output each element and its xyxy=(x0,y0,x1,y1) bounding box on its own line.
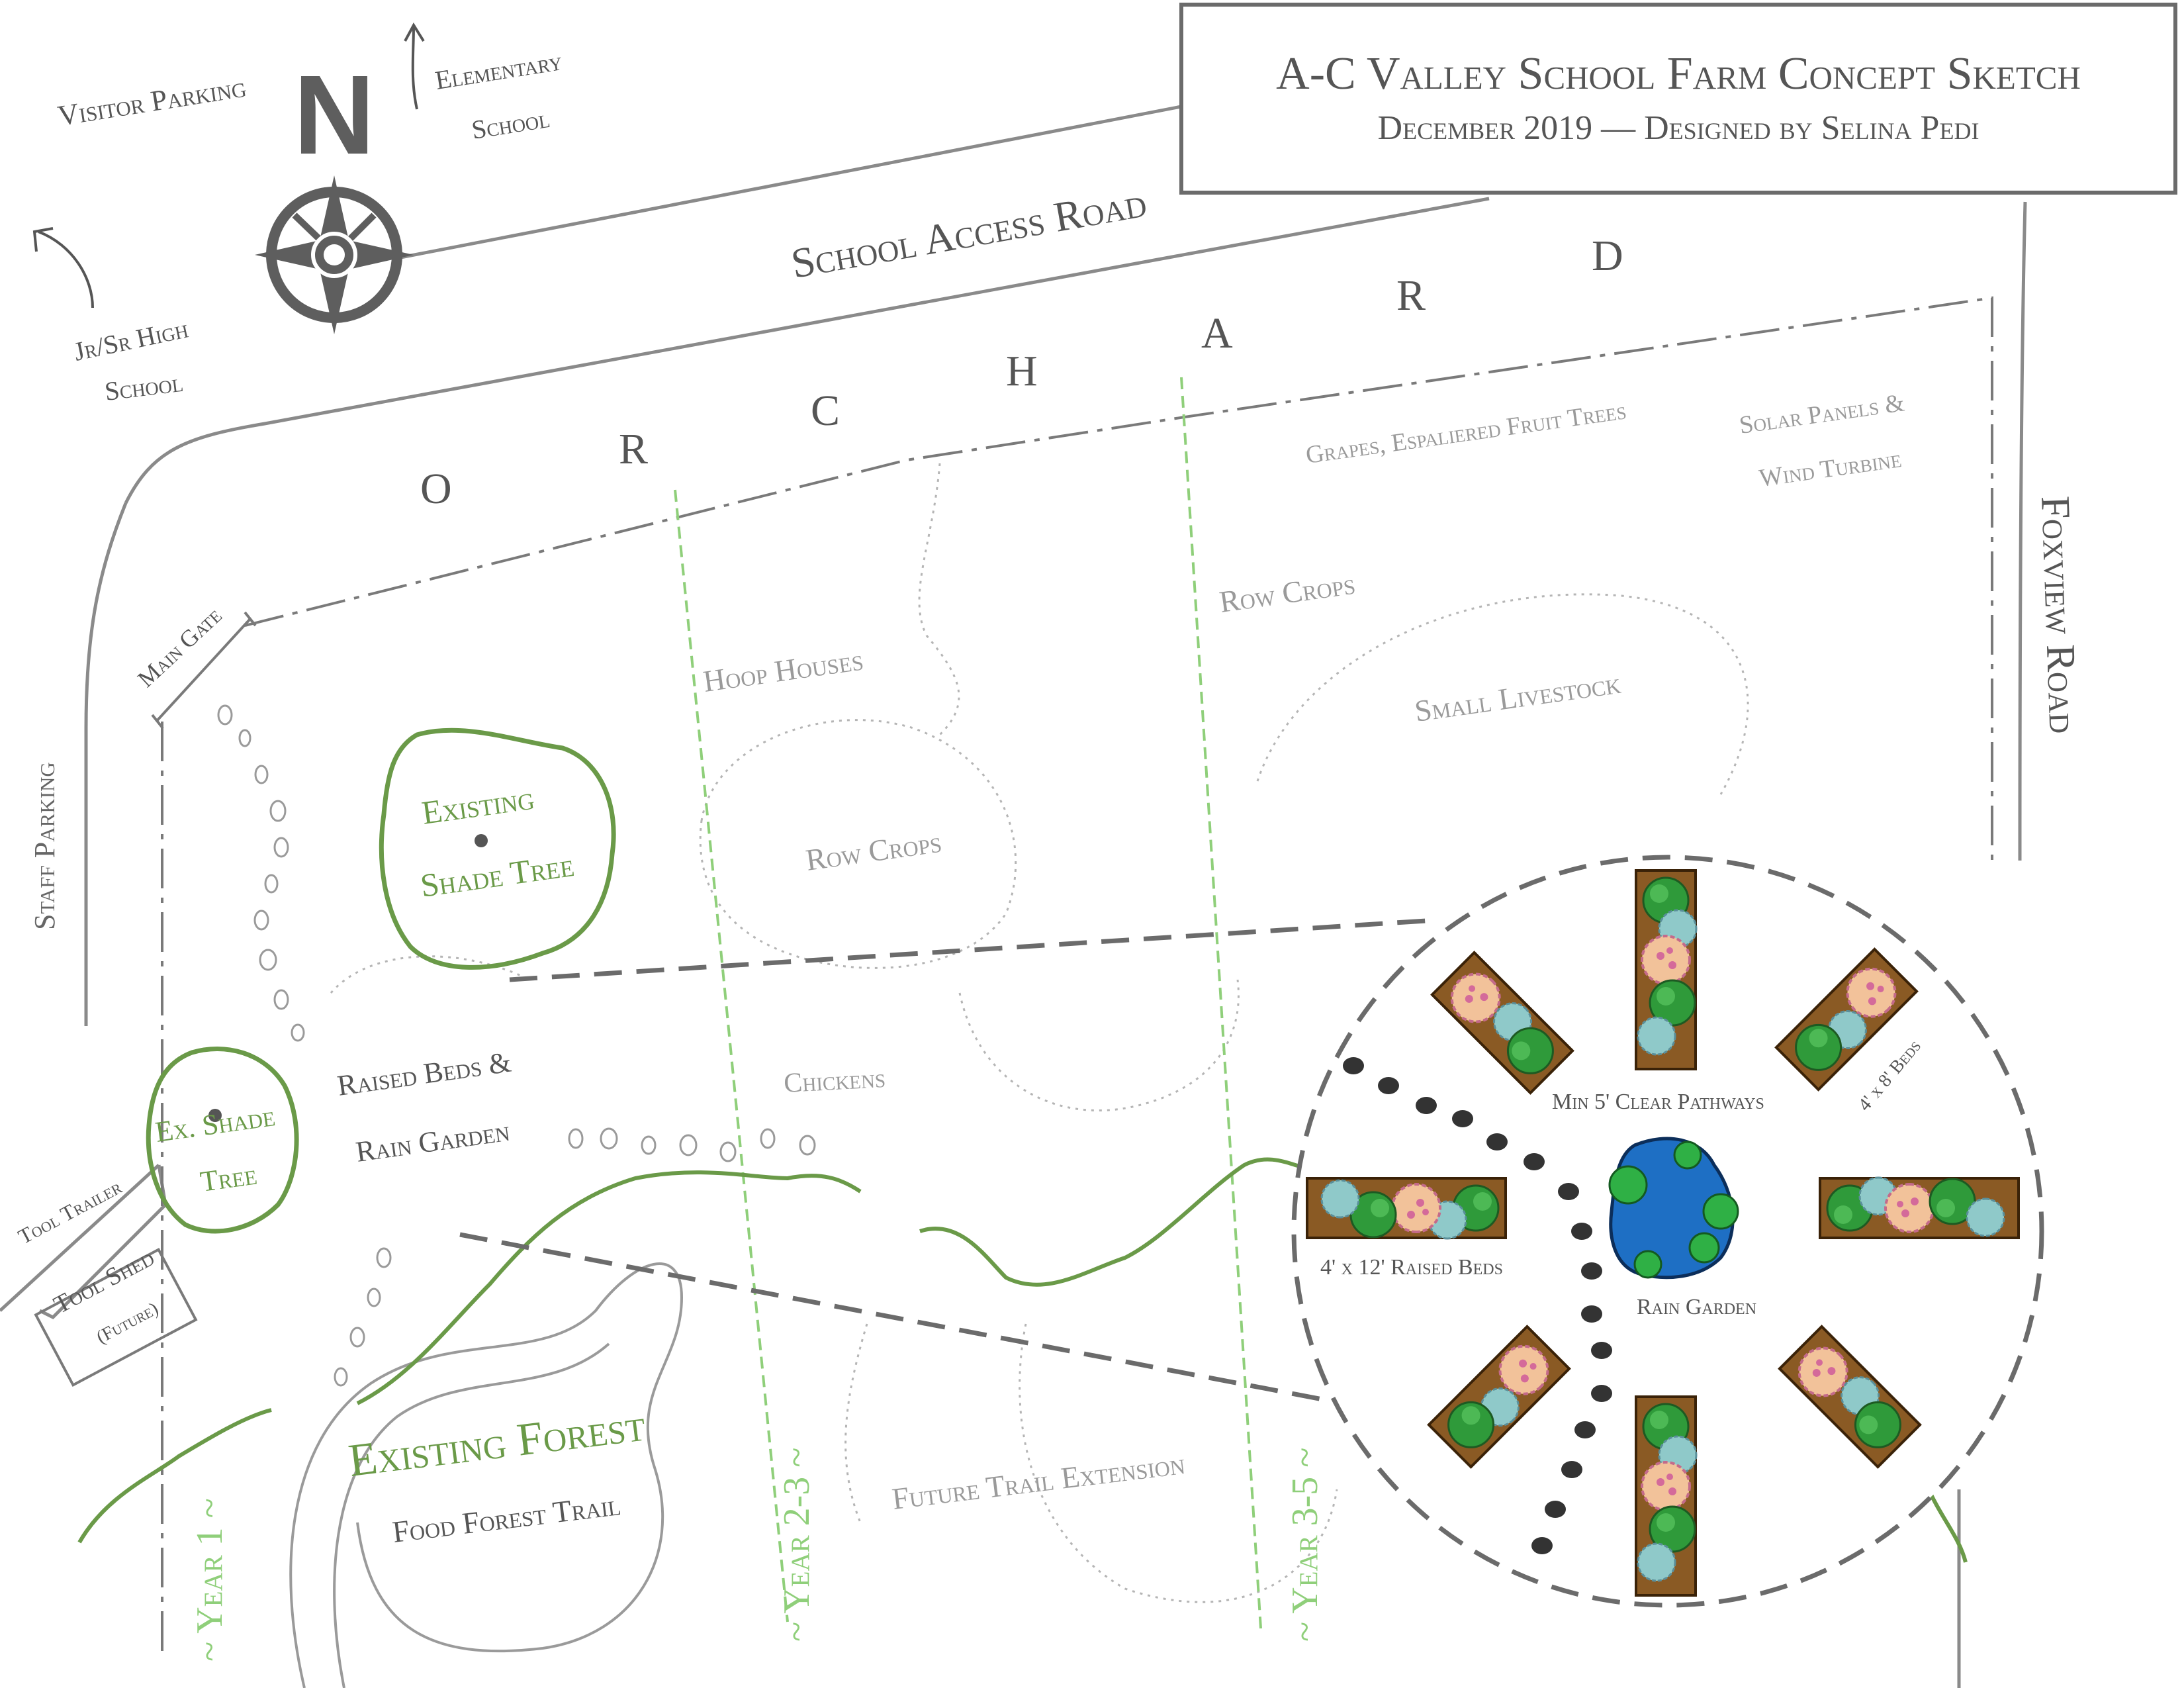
ex-shade-label-1: Ex. Shade xyxy=(154,1100,277,1149)
title-block: A-C Valley School Farm Concept Sketch De… xyxy=(1179,3,2177,195)
phase-dividers xyxy=(674,377,1262,1629)
tool-shed xyxy=(34,1248,198,1387)
future-trail-label: Future Trail Extension xyxy=(890,1446,1187,1516)
grapes-label: Grapes, Espaliered Fruit Trees xyxy=(1304,397,1627,469)
compass-rose-icon xyxy=(255,175,414,334)
orchard-letter-6: R xyxy=(1396,271,1426,320)
map-subtitle: December 2019 — Designed by Selina Pedi xyxy=(1377,109,1979,147)
solar-label-1: Solar Panels & xyxy=(1737,389,1906,440)
orchard-letter-7: D xyxy=(1592,232,1623,280)
phase-year-3-5: ~ Year 3-5 ~ xyxy=(1285,1447,1326,1642)
orchard-letter-4: H xyxy=(1006,347,1038,395)
raised-beds-label-1: Raised Beds & xyxy=(336,1046,514,1102)
phase-year-1: ~ Year 1 ~ xyxy=(189,1498,230,1662)
map-title: A-C Valley School Farm Concept Sketch xyxy=(1276,48,2081,99)
forest-edge xyxy=(77,1157,1968,1563)
raised-beds-label-2: Rain Garden xyxy=(354,1115,512,1168)
row-crops-upper-label: Row Crops xyxy=(1217,567,1357,619)
arrow-up-icon xyxy=(404,23,425,110)
school-access-road xyxy=(0,104,1490,1320)
arrow-up-left-icon xyxy=(32,227,94,308)
orchard-letter-5: A xyxy=(1201,309,1233,357)
phase-year-2-3: ~ Year 2-3 ~ xyxy=(776,1447,817,1642)
orchard-letter-3: C xyxy=(811,387,840,435)
forest-trail-loop xyxy=(289,1262,684,1688)
jrsr-high-label-1: Jr/Sr High xyxy=(71,313,191,366)
zone-outlines xyxy=(330,463,1749,1603)
tool-shed-note: (Future) xyxy=(93,1298,162,1348)
chickens-label: Chickens xyxy=(783,1063,886,1099)
rain-garden-pond xyxy=(1608,1137,1739,1280)
tool-trailer-label: Tool Trailer xyxy=(14,1174,125,1248)
hoop-houses-label: Hoop Houses xyxy=(701,643,865,698)
beds-large-label: 4' x 12' Raised Beds xyxy=(1320,1255,1503,1280)
orchard-letter-1: O xyxy=(420,465,452,513)
main-gate-label: Main Gate xyxy=(132,602,226,692)
staff-parking-label: Staff Parking xyxy=(28,762,61,930)
detail-inset xyxy=(1291,855,2044,1608)
existing-shade-label-1: Existing xyxy=(420,779,537,831)
elementary-school-label-2: School xyxy=(469,103,551,145)
ex-shade-tree xyxy=(146,1047,299,1234)
visitor-parking-label: Visitor Parking xyxy=(56,71,248,132)
pathways-label: Min 5' Clear Pathways xyxy=(1552,1090,1764,1114)
row-crops-middle-label: Row Crops xyxy=(803,825,943,877)
solar-label-2: Wind Turbine xyxy=(1757,445,1903,492)
stepping-stone-trail xyxy=(217,704,816,1387)
ex-shade-label-2: Tree xyxy=(199,1158,259,1197)
existing-shade-tree xyxy=(379,727,616,970)
food-forest-trail-label: Food Forest Trail xyxy=(390,1487,622,1549)
rain-garden-label: Rain Garden xyxy=(1637,1295,1756,1319)
school-access-road-label: School Access Road xyxy=(788,179,1150,287)
foxview-road-label: Foxview Road xyxy=(2032,495,2085,734)
beds-small-label: 4' x 8' Beds xyxy=(1854,1036,1925,1115)
foxview-road-edge xyxy=(1957,201,2027,1688)
callout-lines xyxy=(459,917,1437,1406)
stepping-stones-dark xyxy=(1343,1057,1612,1554)
existing-shade-label-2: Shade Tree xyxy=(418,846,576,904)
small-livestock-label: Small Livestock xyxy=(1412,666,1623,728)
existing-forest-label: Existing Forest xyxy=(346,1400,648,1487)
orchard-letter-2: R xyxy=(619,425,648,473)
main-gate xyxy=(151,611,257,729)
compass-letter: N xyxy=(294,52,375,178)
elementary-school-label-1: Elementary xyxy=(433,46,564,95)
jrsr-high-label-2: School xyxy=(103,367,185,406)
